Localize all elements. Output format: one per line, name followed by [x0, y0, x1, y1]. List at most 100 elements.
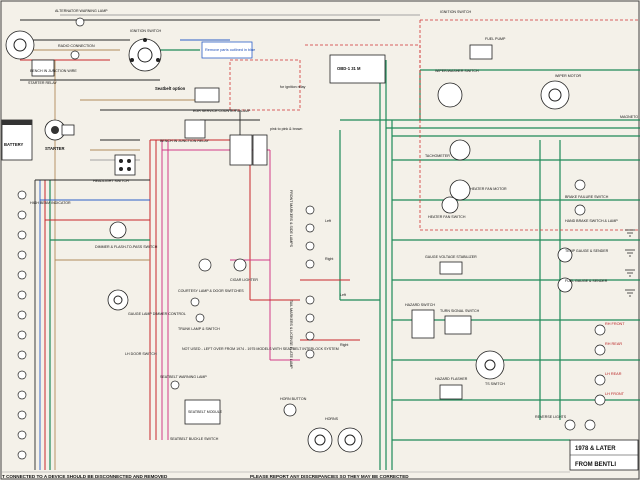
egr-service-counter: [194, 87, 220, 103]
horn-button: [283, 403, 297, 417]
reverse-lights-label: REVERSE LIGHTS: [535, 415, 567, 419]
ignition-relay-note: for ignition relay: [280, 85, 306, 89]
trunk-lamp: [195, 313, 205, 323]
front-markers-label: FRONT MARKERS & SIDE LAMPS: [289, 190, 293, 248]
battery-label: BATTERY: [4, 142, 24, 147]
ignition-switch-label: IGNITION SWITCH: [130, 29, 162, 33]
seatbelt-module: [184, 399, 221, 425]
gauge-voltage-stabilizer: [439, 261, 463, 275]
obd-label: OBD-1 31 M: [337, 66, 361, 71]
high-beam-label: HIGH BEAM INDICATOR: [30, 201, 71, 205]
wiper-washer-switch: [437, 82, 463, 108]
right-grounds: [625, 229, 635, 297]
ts-switch: [475, 350, 505, 380]
horn-button-label: HORN BUTTON: [280, 397, 307, 401]
heater-fan-motor-label: HEATER FAN MOTOR: [470, 187, 507, 191]
ignition-switch: [128, 38, 162, 72]
fuel-gauge-label: FUEL GAUGE & SENDER: [565, 279, 608, 283]
heater-fan-switch-label: HEATER FAN SWITCH: [428, 215, 466, 219]
fuel-pump-label: FUEL PUMP: [485, 37, 506, 41]
fuel-pump: [469, 44, 493, 60]
courtesy-lamp: [190, 258, 212, 307]
hazard-switch: [411, 309, 435, 339]
pink-pink-note: pink to pink & brown: [270, 127, 302, 131]
horns-label: HORNS: [325, 417, 339, 421]
hand-brake-switch: [574, 204, 586, 216]
trunk-lamp-label: TRUNK LAMP & SWITCH: [178, 327, 220, 331]
remove-parts-note: Remove parts outlined in blue: [205, 48, 255, 52]
lh-front-label: LH FRONT: [605, 392, 625, 396]
obd-module: [329, 54, 386, 84]
rh-front-label: RH FRONT: [605, 322, 625, 326]
tail-markers-label: TAIL MARKERS & LICENSE PLATE LAMP: [289, 300, 293, 369]
seatbelt-warning-label: SEATBELT WARNING LAMP: [160, 375, 207, 379]
front-marker-lamps: [305, 205, 315, 359]
rear-right-label: Right: [340, 343, 348, 347]
title-line-2: FROM BENTLI: [575, 462, 616, 468]
temp-gauge: [557, 247, 573, 263]
footer-left: T CONNECTED TO A DEVICE SHOULD BE DISCON…: [2, 474, 168, 479]
fuel-gauge: [557, 277, 573, 293]
left-harness: [34, 60, 150, 470]
magneto-label: MAGNETO: [620, 115, 638, 119]
title-line-1: 1978 & LATER: [575, 446, 616, 452]
seatbelt-module-label: SEATBELT MODULE: [188, 410, 223, 414]
front-left-label: Left: [325, 219, 331, 223]
headlight-switch: [114, 154, 136, 176]
hazard-flasher: [439, 384, 463, 400]
dashed-boundaries: [229, 19, 640, 231]
gauge-lamp-dimmer: [107, 289, 129, 311]
alternator-warning-lamp: [75, 17, 85, 27]
brake-failure-label: BRAKE FAILURE SWITCH: [565, 195, 609, 199]
hand-brake-label: HAND BRAKE SWITCH & LAMP: [565, 219, 618, 223]
alternator-warning-label: ALTERNATOR WARNING LAMP: [55, 9, 108, 13]
turn-signal-switch: [444, 315, 472, 335]
temp-gauge-label: TEMP GAUGE & SENDER: [565, 249, 609, 253]
heater-fan-motor: [441, 179, 471, 214]
hazard-switch-label: HAZARD SWITCH: [405, 303, 435, 307]
right-lamp-column: [564, 324, 606, 431]
left-bulb-column: [17, 190, 27, 460]
seatbelt-warning-lamp: [170, 380, 180, 390]
title-block: [569, 439, 639, 471]
lh-door-label: LH DOOR SWITCH: [125, 352, 157, 356]
rh-rear-label: RH REAR: [605, 342, 622, 346]
wiper-motor-label: WIPER MOTOR: [555, 74, 581, 78]
dimmer-label: DIMMER & FLASH-TO-PASS SWITCH: [95, 245, 158, 249]
wiper-motor: [540, 80, 570, 110]
wiper-washer-label: WIPER/WASHER SWITCH: [435, 69, 479, 73]
headlight-switch-label: HEADLIGHT SWITCH: [93, 179, 129, 183]
front-right-label: Right: [325, 257, 333, 261]
junction-relay-label: BENCH IN JUNCTION RELAY: [160, 139, 209, 143]
top-wires: [20, 14, 420, 161]
alternator: [5, 30, 35, 60]
rear-left-label: Left: [340, 293, 346, 297]
starter-label: STARTER: [45, 146, 64, 151]
horns: [307, 427, 363, 453]
radio-connection-label: RADIO CONNECTION: [58, 44, 95, 48]
seatbelt-buckle-label: SEATBELT BUCKLE SWITCH: [170, 437, 219, 441]
hazard-flasher-label: HAZARD FLASHER: [435, 377, 468, 381]
ignition-switch-top-label: IGNITION SWITCH: [440, 10, 472, 14]
not-used-note: NOT USED - LEFT OVER FROM 1974 - 1975 MO…: [182, 347, 339, 351]
remove-parts-box: [201, 41, 253, 59]
egr-service-label: EGR SERVICE COUNTER & LAMP: [193, 109, 251, 113]
cigar-lighter: [233, 258, 247, 272]
green-harness: [339, 60, 640, 470]
courtesy-label: COURTESY LAMP & DOOR SWITCHES: [178, 289, 244, 293]
radio-connection: [70, 50, 80, 60]
starter-motor: [44, 119, 75, 141]
dimmer-switch: [109, 221, 127, 239]
turn-signal-label: TURN SIGNAL SWITCH: [440, 309, 480, 313]
starter-relay: [31, 59, 55, 77]
gauge-lamp-label: GAUGE LAMP DIMMER CONTROL: [128, 312, 186, 316]
footer-right: PLEASE REPORT ANY DISCREPANCIES SO THEY …: [250, 474, 409, 479]
battery: [1, 119, 33, 161]
center-connectors: [229, 134, 268, 166]
lh-rear-label: LH REAR: [605, 372, 622, 376]
gauge-voltage-label: GAUGE VOLTAGE STABILIZER: [425, 255, 477, 259]
brake-failure-switch: [574, 179, 586, 191]
bench-junction-label: BENCH IN JUNCTION WIRE: [30, 69, 77, 73]
